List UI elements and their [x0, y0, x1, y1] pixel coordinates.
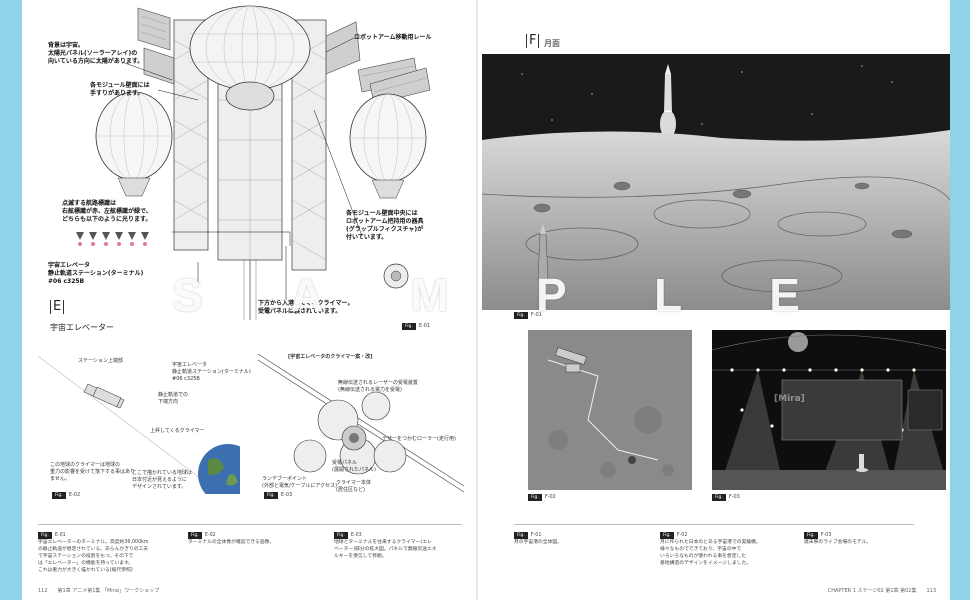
station-label: 宇宙エレベータ 静止軌道ステーション(ターミナル) #06 c325B: [48, 262, 144, 285]
fig-tag: Fig.: [402, 323, 416, 330]
fig-tag: Fig.: [528, 494, 542, 501]
nav-lights-note: 点滅する航路標識は 右舷標識が赤、左舷標識が緑で、 どちらも以下のように光ります…: [62, 200, 152, 223]
e02-upper-text: ステーション上端部: [78, 358, 123, 364]
caption-ref: F-02: [676, 533, 688, 538]
rail-note: ロボットアーム移動用レール: [354, 34, 432, 41]
e03-title: [宇宙エレベータのクライマー案・改]: [288, 354, 373, 360]
section-letter-e: E: [50, 300, 65, 314]
e03-note5: 受電パネル (展開されたパネル): [332, 460, 376, 473]
caption-divider: [514, 524, 914, 525]
e02-lower-text: 静止軌道での 下端方向: [158, 392, 189, 405]
fig-tag: Fig.: [514, 312, 528, 319]
e03-note2: テザーをつかむローラー(走行用): [382, 436, 456, 442]
fig-ref: F-03: [728, 494, 740, 500]
fig-f02-lunar-surface: [528, 330, 692, 490]
fig-f03-concert-stage: [712, 330, 946, 490]
fig-label-f02: Fig.F-02: [528, 494, 556, 501]
climber-note: 下方から入港してくるクライマー。 受電パネルは装されています。: [258, 300, 354, 315]
left-page: 背景は宇宙。 太陽光パネル(ソーラーアレイ)の 向いている方向に太陽があります。…: [22, 0, 476, 600]
e03-note3: ランデブーポイント (外部と電気/ケーブルにアクセス): [262, 476, 338, 489]
handrail-note: 各モジュール壁面には 手すりがあります。: [90, 82, 150, 97]
caption-tag: Fig.: [334, 532, 348, 539]
caption-f02: Fig.F-02 月に作られた日本のとある宇宙港での実験機。 様々なものでできてお…: [660, 532, 780, 567]
fig-ref: E-01: [418, 323, 431, 329]
fig-label-e03: Fig.E-03: [264, 492, 292, 499]
section-title-f: 月面: [544, 39, 560, 48]
e02-climber-text: 上昇してくるクライマー: [150, 428, 205, 434]
caption-e01: Fig.E-01 宇宙エレベーターのターミナル。高度約36,000km の静止軌道…: [38, 532, 158, 574]
folio-right: CHAPTER 1 ステージ02 第1章 第02集 113: [827, 588, 936, 594]
e03-note1: 無線伝送されるレーザーの受電装置 (無線伝送される電力を受電): [338, 380, 418, 393]
caption-ref: F-03: [820, 533, 832, 538]
fig-tag: Fig.: [712, 494, 726, 501]
fig-f01-moon-base: [482, 54, 950, 310]
fig-ref: E-03: [280, 492, 293, 498]
caption-text: 宇宙エレベーターのターミナル。高度約36,000km の静止軌道が想定されている…: [38, 540, 149, 573]
folio-left: 112 第1章 アニメ第1集 「Mirai」ワークショップ: [38, 588, 160, 594]
nav-light-sequence: [76, 232, 149, 246]
page-gutter: [476, 0, 478, 600]
caption-ref: E-03: [350, 533, 362, 538]
caption-text: 月の宇宙港の全体図。: [514, 540, 562, 545]
caption-e03: Fig.E-03 地球とターミナルを往来するクライマー(エレ ベーター)部分の拡大…: [334, 532, 454, 560]
e03-note4: クライマー本体 (居住区など): [336, 480, 372, 493]
section-letter-f: F: [526, 34, 540, 48]
fig-ref: E-02: [68, 492, 81, 498]
stage-sign: [Mira]: [774, 394, 805, 404]
fig-label-e02: Fig.E-02: [52, 492, 80, 499]
caption-tag: Fig.: [188, 532, 202, 539]
caption-f01: Fig.F-01 月の宇宙港の全体図。: [514, 532, 634, 546]
e02-left-note: この地球のクライマーは地球の 重力の影響を受けて落下する事はあり ません。: [50, 462, 136, 482]
fig-tag: Fig.: [264, 492, 278, 499]
caption-text: 地球とターミナルを往来するクライマー(エレ ベーター)部分の拡大図。パネルで無線…: [334, 540, 437, 559]
fig-ref: F-02: [544, 494, 556, 500]
caption-f03: Fig.F-03 歳末祭のライブ会場のモデル。: [804, 532, 924, 546]
fig-ref: F-01: [530, 312, 542, 318]
e02-station-text: 宇宙エレベータ 静止軌道ステーション(ターミナル) #06 c325B: [172, 362, 251, 382]
caption-tag: Fig.: [38, 532, 52, 539]
space-station-illustration: [76, 5, 431, 320]
caption-tag: Fig.: [514, 532, 528, 539]
caption-text: 歳末祭のライブ会場のモデル。: [804, 540, 872, 545]
section-title-e: 宇宙エレベーター: [50, 323, 114, 332]
caption-e02: Fig.E-02 ターミナルの全体像が確認できる画像。: [188, 532, 308, 546]
right-page: F 月面 Fig.F-01: [478, 0, 950, 600]
fig-label-f01: Fig.F-01: [514, 312, 542, 319]
caption-ref: E-01: [54, 533, 66, 538]
caption-ref: E-02: [204, 533, 216, 538]
sun-direction-note: 背景は宇宙。 太陽光パネル(ソーラーアレイ)の 向いている方向に太陽があります。: [48, 42, 144, 65]
caption-tag: Fig.: [804, 532, 818, 539]
caption-divider: [38, 524, 462, 525]
fig-tag: Fig.: [52, 492, 66, 499]
e02-right-note: ここで描かれている地球は 日本付近が見えるように デザインされています。: [132, 470, 192, 490]
fig-label-e01: Fig.E-01: [402, 323, 430, 330]
caption-text: 月に作られた日本のとある宇宙港での実験機。 様々なものでできており、宇宙の中で …: [660, 540, 761, 566]
fig-e02-illustration: [38, 346, 240, 494]
fig-label-f03: Fig.F-03: [712, 494, 740, 501]
caption-ref: F-01: [530, 533, 542, 538]
fig-e03-illustration: [258, 346, 464, 494]
caption-tag: Fig.: [660, 532, 674, 539]
grapple-fixture-note: 各モジュール壁面中央には ロボットアーム把持用の器具 (グラップルフィクスチャ)…: [346, 210, 424, 241]
caption-text: ターミナルの全体像が確認できる画像。: [188, 540, 275, 545]
